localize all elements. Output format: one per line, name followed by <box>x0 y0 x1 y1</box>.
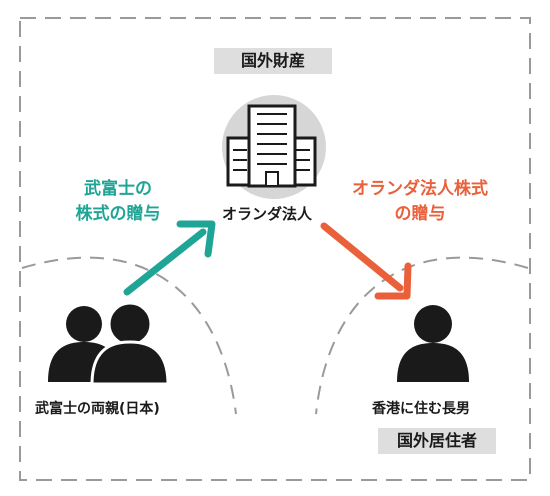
dashed-frame <box>19 17 531 481</box>
green-arrow <box>123 220 216 296</box>
right-dashed-arc <box>315 256 529 415</box>
green-flow-label: 武富士の 株式の贈与 <box>48 177 188 227</box>
orange-arrow <box>320 222 412 300</box>
green-flow-line-2: 株式の贈与 <box>75 204 161 224</box>
building-icon <box>222 95 326 199</box>
left-dashed-arc <box>21 256 237 415</box>
company-label: オランダ法人 <box>222 205 313 223</box>
parents-label: 武富士の両親(日本) <box>35 401 160 417</box>
son-label: 香港に住む長男 <box>372 401 470 417</box>
foreign-resident-badge: 国外居住者 <box>378 428 496 454</box>
parents-icon <box>48 301 170 386</box>
foreign-asset-badge: 国外財産 <box>214 48 332 74</box>
orange-flow-line-1: オランダ法人株式 <box>352 179 488 199</box>
son-icon <box>397 305 469 382</box>
green-flow-line-1: 武富士の <box>84 179 152 199</box>
orange-flow-line-2: の贈与 <box>394 204 446 224</box>
orange-flow-label: オランダ法人株式 の贈与 <box>330 177 510 227</box>
